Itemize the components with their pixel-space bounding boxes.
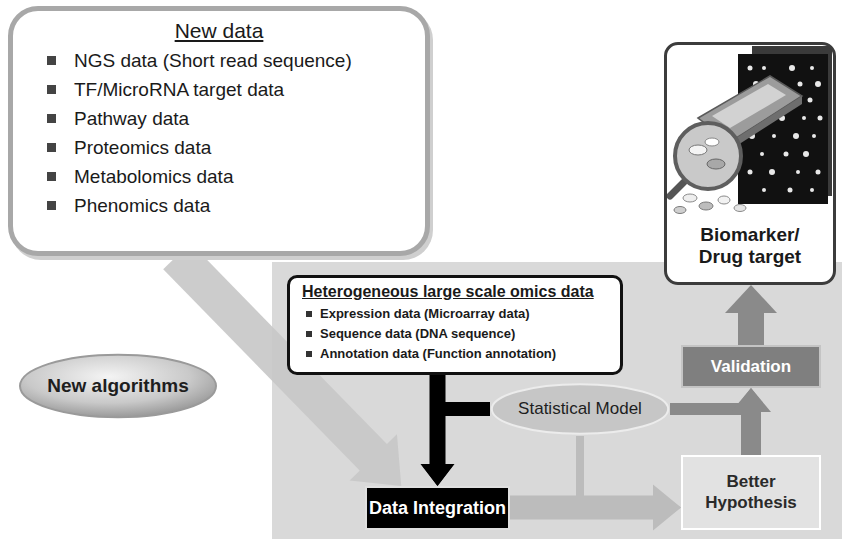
bullet-square: [47, 143, 56, 152]
process-box: Validation: [681, 345, 821, 388]
process-box: Better Hypothesis: [681, 455, 821, 530]
arrow-head: [350, 434, 402, 486]
bullet-item: NGS data (Short read sequence): [47, 46, 405, 75]
bullet-item: Annotation data (Function annotation): [302, 344, 608, 364]
bullet-text: Phenomics data: [74, 195, 210, 217]
node-label: Better Hypothesis: [696, 472, 806, 513]
source-box: New dataNGS data (Short read sequence) TF…: [8, 6, 430, 256]
arrow-head: [731, 388, 771, 412]
arrow-shaft: [741, 411, 761, 455]
bullet-square: [306, 311, 312, 317]
arrow-head: [653, 485, 681, 531]
bullet-item: Metabolomics data: [47, 162, 405, 191]
bullet-text: Proteomics data: [74, 137, 211, 159]
arrow-head: [725, 285, 777, 313]
ellipse-shape: [492, 384, 668, 434]
bullet-item: TF/MicroRNA target data: [47, 75, 405, 104]
bullet-square: [306, 331, 312, 337]
process-box: Data Integration: [365, 486, 510, 530]
bullet-text: Sequence data (DNA sequence): [320, 324, 515, 344]
result-box: Biomarker/ Drug target: [664, 42, 836, 285]
gray-panel: [272, 262, 842, 539]
ellipse-shape: [20, 355, 216, 418]
bullet-text: Metabolomics data: [74, 166, 233, 188]
bullet-text: Pathway data: [74, 108, 189, 130]
node-label: Data Integration: [369, 498, 506, 519]
method-ellipse: New algorithms: [18, 352, 218, 420]
bullet-item: Sequence data (DNA sequence): [302, 324, 608, 344]
bullet-square: [47, 172, 56, 181]
bullet-square: [47, 114, 56, 123]
model-ellipse: Statistical Model: [490, 382, 670, 436]
arrow-shaft: [738, 312, 764, 345]
box-heading: New data: [175, 19, 264, 43]
bullet-square: [306, 351, 312, 357]
bullet-square: [47, 56, 56, 65]
node-label: Validation: [711, 357, 791, 377]
node-label: Statistical Model: [518, 399, 642, 419]
bullet-text: NGS data (Short read sequence): [74, 50, 352, 72]
biomarker-illustration: [670, 46, 832, 214]
biomarker-ground: [664, 42, 836, 285]
arrow-shaft: [510, 496, 654, 520]
flow-arrow: [423, 409, 491, 486]
arrow-head: [423, 466, 453, 486]
flow-arrow: [725, 285, 777, 345]
box-heading: Heterogeneous large scale omics data: [302, 283, 608, 301]
bullet-text: Annotation data (Function annotation): [320, 344, 556, 364]
bullet-square: [47, 201, 56, 210]
bullet-text: Expression data (Microarray data): [320, 304, 530, 324]
bullet-item: Expression data (Microarray data): [302, 304, 608, 324]
flow-arrow: [731, 388, 771, 455]
flow-arrow: [510, 485, 681, 531]
bullet-item: Proteomics data: [47, 133, 405, 162]
bullet-square: [47, 85, 56, 94]
arrow-shaft: [438, 409, 491, 467]
node-label: New algorithms: [47, 375, 188, 397]
data-box: Heterogeneous large scale omics dataExpr…: [287, 275, 623, 375]
arrow-head: [421, 464, 455, 486]
node-label: Biomarker/ Drug target: [686, 224, 814, 268]
bullet-text: TF/MicroRNA target data: [74, 79, 284, 101]
bullet-item: Phenomics data: [47, 191, 405, 220]
bullet-item: Pathway data: [47, 104, 405, 133]
